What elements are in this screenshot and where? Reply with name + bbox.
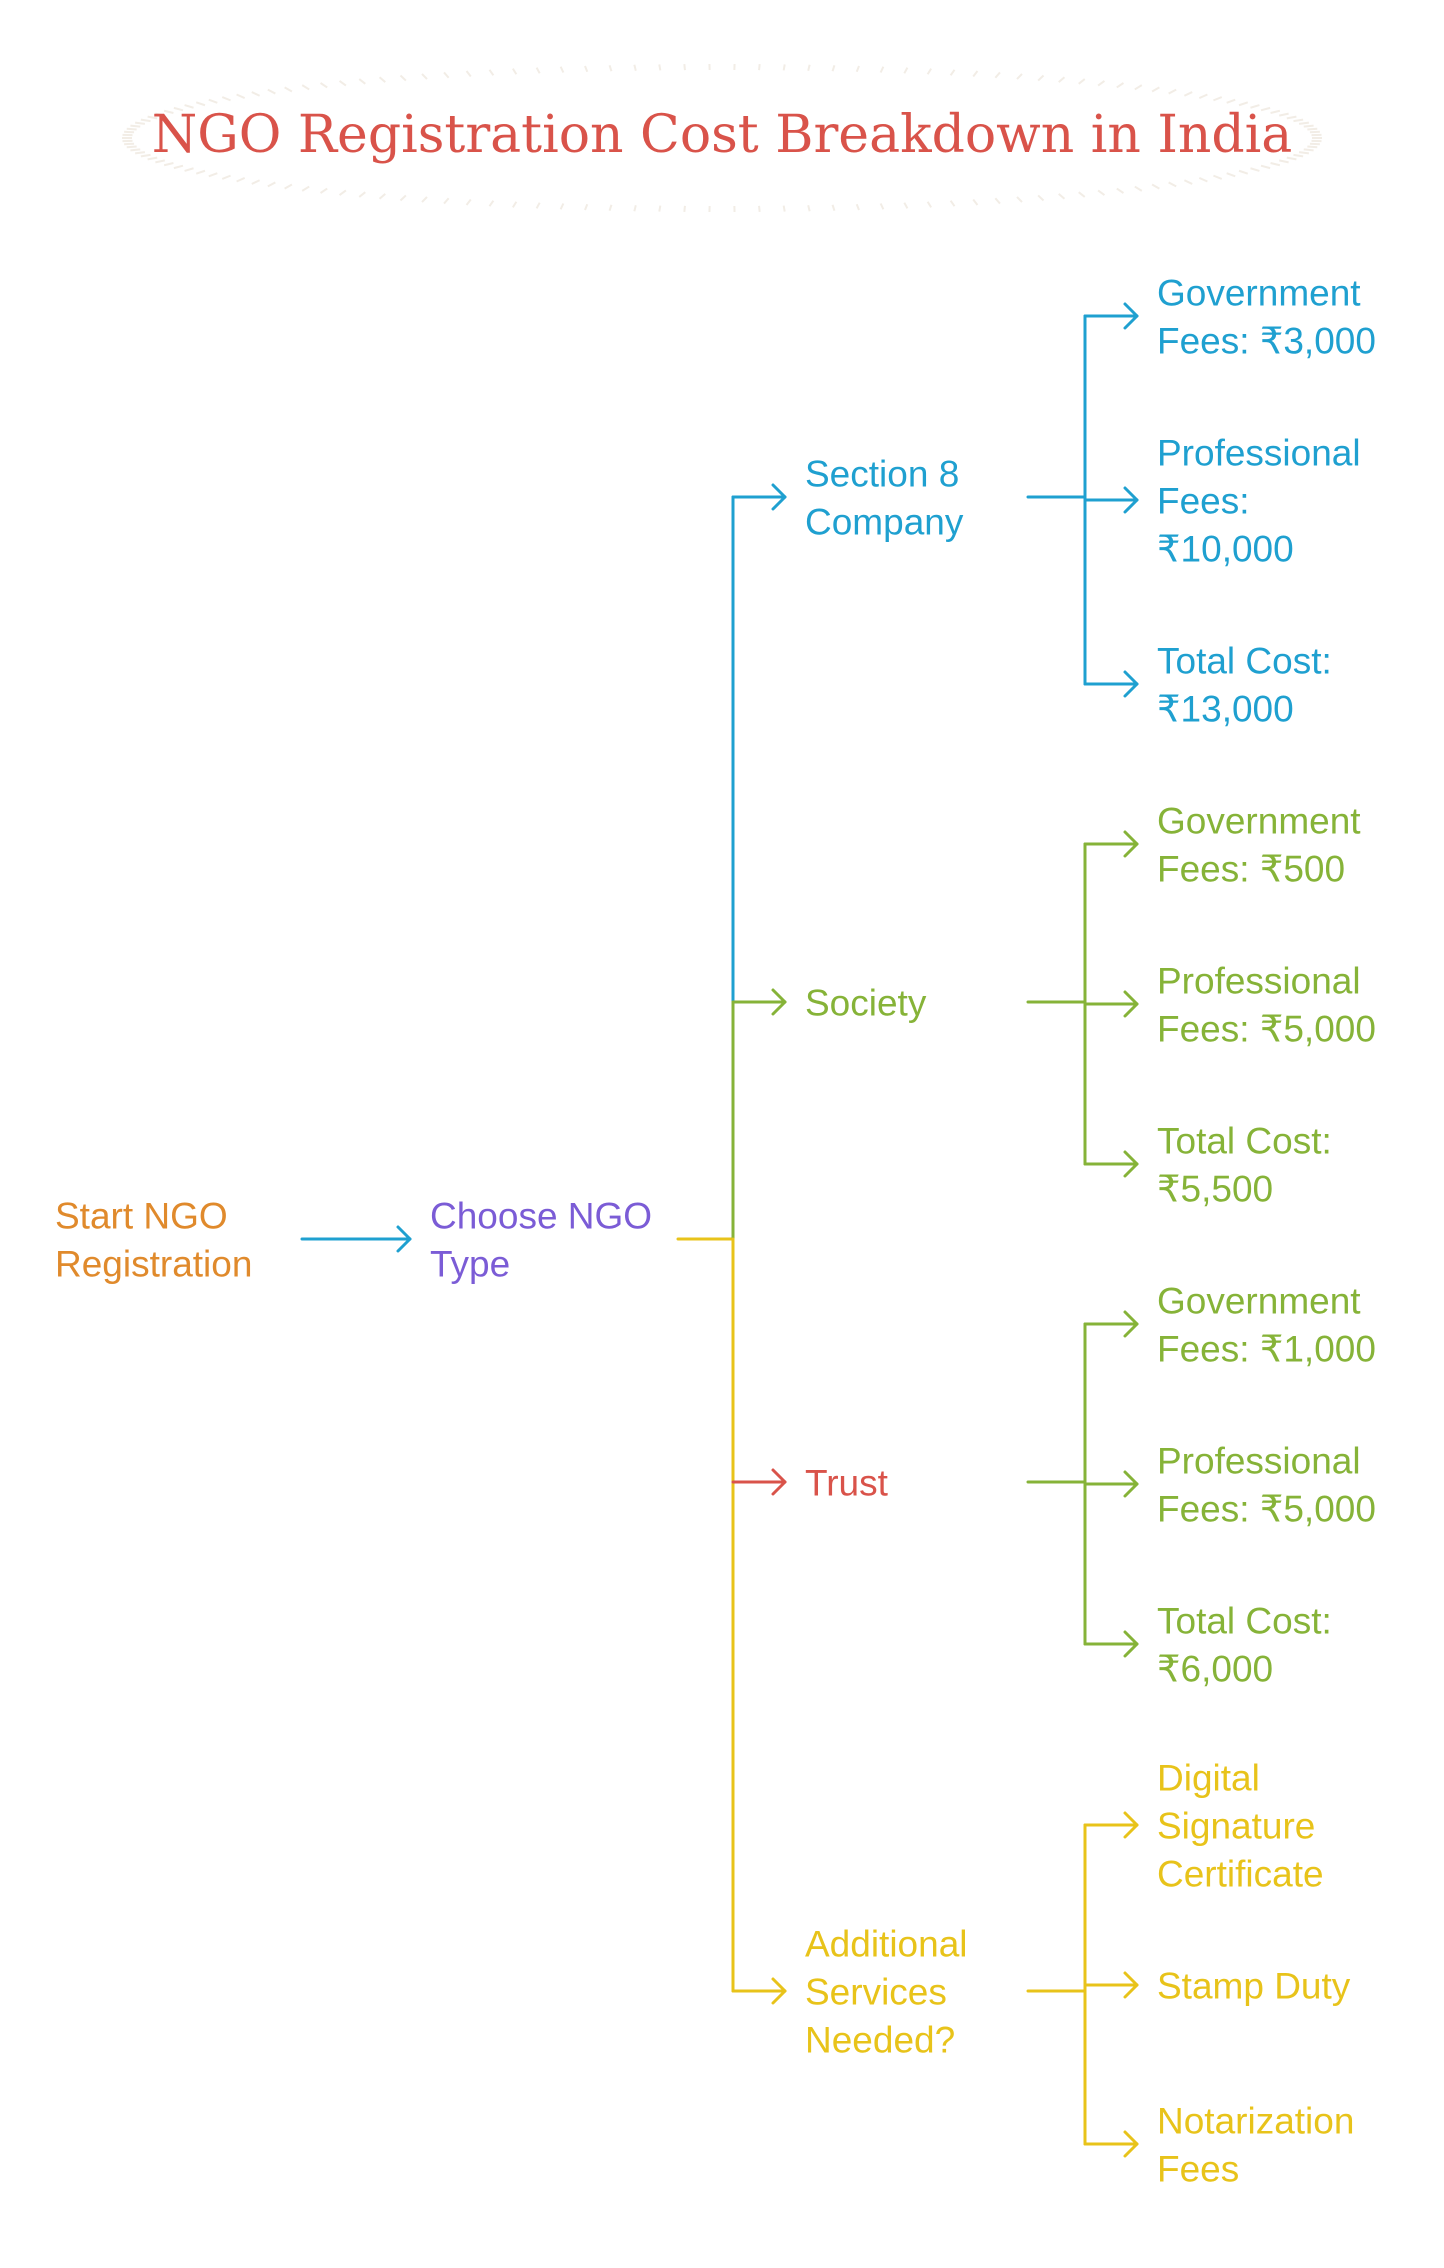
node-line: Services: [805, 1971, 947, 2012]
node-line: ₹6,000: [1157, 1648, 1273, 1689]
node-line: Total Cost:: [1157, 1120, 1332, 1161]
connectors: [300, 302, 1139, 2158]
node-line: Fees: ₹5,000: [1157, 1488, 1376, 1529]
node-start: Start NGO Registration: [55, 1195, 252, 1284]
node-line: Society: [805, 982, 927, 1023]
node-line: Start NGO: [55, 1195, 228, 1236]
node-s8-total: Total Cost: ₹13,000: [1157, 640, 1332, 729]
diagram-title: NGO Registration Cost Breakdown in India: [152, 105, 1293, 165]
node-section8: Section 8 Company: [805, 453, 964, 542]
node-line: Section 8: [805, 453, 959, 494]
node-soc-total: Total Cost: ₹5,500: [1157, 1120, 1332, 1209]
node-line: Company: [805, 501, 964, 542]
node-line: Total Cost:: [1157, 1600, 1332, 1641]
arrow-head: [1123, 486, 1139, 514]
node-line: Fees: [1157, 2148, 1239, 2189]
node-line: Notarization: [1157, 2100, 1354, 2141]
arrow-head: [1123, 830, 1139, 858]
node-line: Certificate: [1157, 1853, 1324, 1894]
node-line: Fees: ₹1,000: [1157, 1328, 1376, 1369]
node-line: Government: [1157, 1280, 1361, 1321]
node-line: Trust: [805, 1462, 889, 1503]
node-line: Professional: [1157, 960, 1361, 1001]
node-line: Signature: [1157, 1805, 1315, 1846]
node-line: Fees: ₹5,000: [1157, 1008, 1376, 1049]
arrow-head: [1123, 1470, 1139, 1498]
node-line: Professional: [1157, 1440, 1361, 1481]
node-line: Fees:: [1157, 480, 1250, 521]
node-line: ₹13,000: [1157, 688, 1294, 729]
node-line: Registration: [55, 1243, 252, 1284]
arrow-head: [1123, 1150, 1139, 1178]
title-decoration: [122, 63, 1322, 213]
arrow-head: [396, 1225, 412, 1253]
arrow-head: [1123, 990, 1139, 1018]
node-line: Digital: [1157, 1757, 1260, 1798]
node-line: Total Cost:: [1157, 640, 1332, 681]
node-tr-total: Total Cost: ₹6,000: [1157, 1600, 1332, 1689]
node-line: Government: [1157, 272, 1361, 313]
arrow-head: [1123, 1310, 1139, 1338]
node-line: Type: [430, 1243, 510, 1284]
node-society: Society: [805, 982, 927, 1023]
node-trust: Trust: [805, 1462, 889, 1503]
arrow-head: [1123, 1971, 1139, 1999]
arrow-head: [771, 1977, 787, 2005]
node-line: Needed?: [805, 2019, 955, 2060]
node-line: Choose NGO: [430, 1195, 652, 1236]
node-line: Fees: ₹500: [1157, 848, 1345, 889]
arrow-head: [1123, 1811, 1139, 1839]
arrow-head: [771, 1468, 787, 1496]
node-line: Government: [1157, 800, 1361, 841]
node-line: Professional: [1157, 432, 1361, 473]
arrow-head: [1123, 302, 1139, 330]
arrow-head: [1123, 1630, 1139, 1658]
node-line: ₹10,000: [1157, 528, 1294, 569]
node-line: Fees: ₹3,000: [1157, 320, 1376, 361]
arrow-head: [771, 483, 787, 511]
arrow-head: [1123, 670, 1139, 698]
nodes: Start NGO Registration Choose NGO Type Secti…: [55, 272, 1376, 2189]
node-line: Additional: [805, 1923, 968, 1964]
node-choose: Choose NGO Type: [430, 1195, 652, 1284]
node-add-stamp: Stamp Duty: [1157, 1965, 1351, 2006]
node-line: ₹5,500: [1157, 1168, 1273, 1209]
node-line: Stamp Duty: [1157, 1965, 1351, 2006]
arrow-head: [1123, 2130, 1139, 2158]
arrow-head: [771, 988, 787, 1016]
